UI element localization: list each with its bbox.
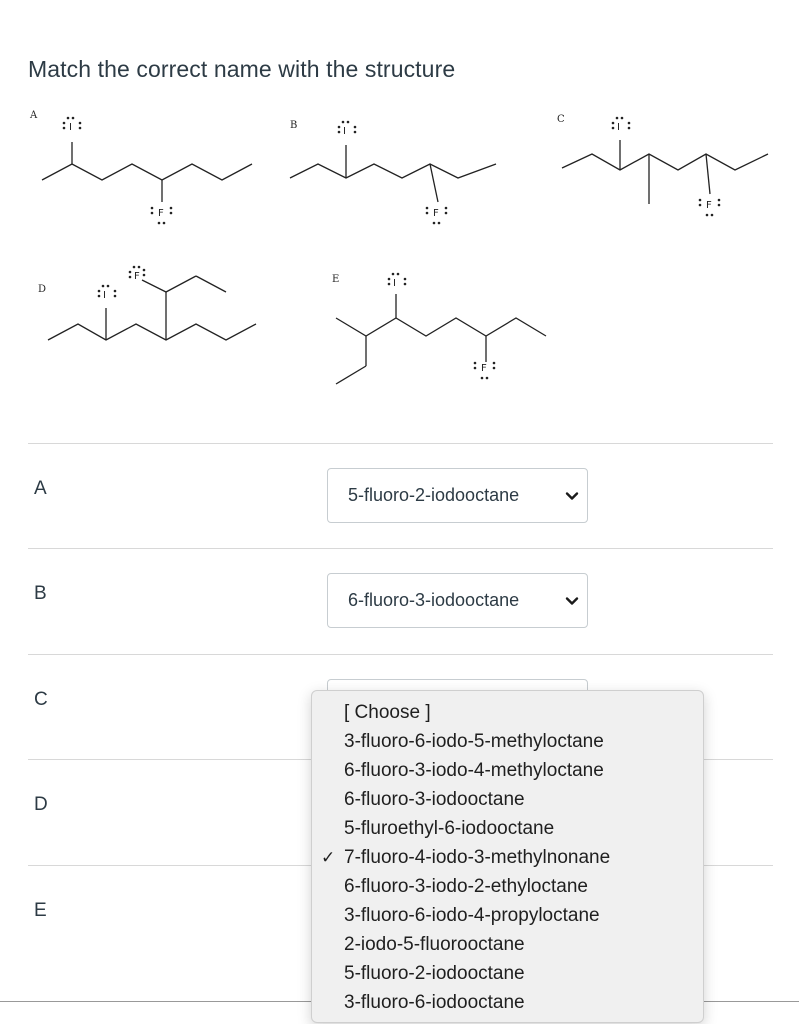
checkmark-icon: ✓	[321, 848, 336, 867]
substituent-bond	[429, 163, 439, 203]
fluorine-atom: F	[433, 208, 439, 219]
row-divider	[28, 654, 773, 655]
row-divider	[28, 443, 773, 444]
lone-pairs	[62, 116, 82, 130]
chain-bond	[47, 323, 257, 341]
dropdown-option[interactable]: 5-fluroethyl-6-iodooctane	[344, 818, 555, 839]
lone-pairs	[387, 272, 407, 286]
iodine-atom: I	[69, 122, 72, 133]
substituent-bond	[335, 365, 367, 385]
row-divider	[28, 548, 773, 549]
row-label-a: A	[34, 478, 47, 499]
structure-b: B I F	[289, 120, 497, 225]
lone-pairs	[698, 198, 721, 217]
lone-pairs	[611, 116, 631, 130]
substituent-bond	[141, 279, 167, 293]
substituent-bond	[705, 153, 711, 195]
question-title: Match the correct name with the structur…	[28, 56, 456, 82]
dropdown-option[interactable]: [ Choose ]	[344, 702, 431, 723]
lone-pairs	[150, 206, 173, 225]
lone-pairs	[425, 206, 448, 225]
select-value: 5-fluoro-2-iodooctane	[348, 485, 520, 505]
select-value: 6-fluoro-3-iodooctane	[348, 590, 520, 610]
answer-select-b[interactable]: 6-fluoro-3-iodooctane	[327, 573, 588, 628]
structure-e: E I F	[332, 272, 547, 385]
chain-bond	[289, 163, 497, 179]
fluorine-atom: F	[706, 200, 712, 211]
dropdown-option[interactable]: 6-fluoro-3-iodo-4-methyloctane	[344, 760, 604, 781]
structure-label-a: A	[29, 110, 38, 121]
dropdown-option-selected[interactable]: ✓ 7-fluoro-4-iodo-3-methylnonane	[312, 843, 703, 872]
structure-a: A I F	[29, 110, 253, 225]
iodine-atom: I	[393, 278, 396, 289]
dropdown-option[interactable]: 3-fluoro-6-iodo-5-methyloctane	[344, 731, 604, 752]
substituent-bond	[165, 275, 197, 293]
row-label-d: D	[34, 794, 48, 815]
chain-bond	[335, 317, 547, 337]
structure-label-e: E	[332, 274, 339, 285]
fluorine-atom: F	[481, 363, 487, 374]
chevron-down-icon	[565, 492, 579, 500]
dropdown-option[interactable]: 2-iodo-5-fluorooctane	[344, 934, 525, 955]
lone-pairs	[128, 265, 146, 279]
dropdown-option[interactable]: 6-fluoro-3-iodo-2-ethyloctane	[344, 876, 588, 897]
structure-label-c: C	[557, 114, 565, 125]
dropdown-option[interactable]: 3-fluoro-6-iodooctane	[344, 992, 525, 1013]
chevron-down-icon	[565, 597, 579, 605]
iodine-atom: I	[343, 126, 346, 137]
dropdown-option[interactable]: 6-fluoro-3-iodooctane	[344, 789, 525, 810]
structure-c: C I F	[557, 114, 769, 217]
dropdown-option[interactable]: 5-fluoro-2-iodooctane	[344, 963, 525, 984]
answer-dropdown-menu[interactable]: [ Choose ] 3-fluoro-6-iodo-5-methyloctan…	[311, 690, 704, 1023]
dropdown-option[interactable]: 3-fluoro-6-iodo-4-propyloctane	[344, 905, 600, 926]
lone-pairs	[337, 120, 357, 134]
iodine-atom: I	[103, 290, 106, 301]
iodine-atom: I	[617, 122, 620, 133]
fluorine-atom: F	[134, 271, 140, 282]
structure-label-b: B	[290, 120, 297, 131]
row-label-e: E	[34, 900, 47, 921]
row-label-b: B	[34, 583, 47, 604]
substituent-bond	[195, 275, 227, 293]
row-label-c: C	[34, 689, 48, 710]
chain-bond	[41, 163, 253, 181]
lone-pairs	[473, 361, 496, 380]
lone-pairs	[97, 284, 117, 298]
structure-label-d: D	[38, 284, 46, 295]
structure-d: D I F	[38, 265, 257, 341]
answer-select-a[interactable]: 5-fluoro-2-iodooctane	[327, 468, 588, 523]
structures-figure: A I F B I F	[29, 110, 769, 385]
fluorine-atom: F	[158, 208, 164, 219]
chain-bond	[561, 153, 769, 171]
